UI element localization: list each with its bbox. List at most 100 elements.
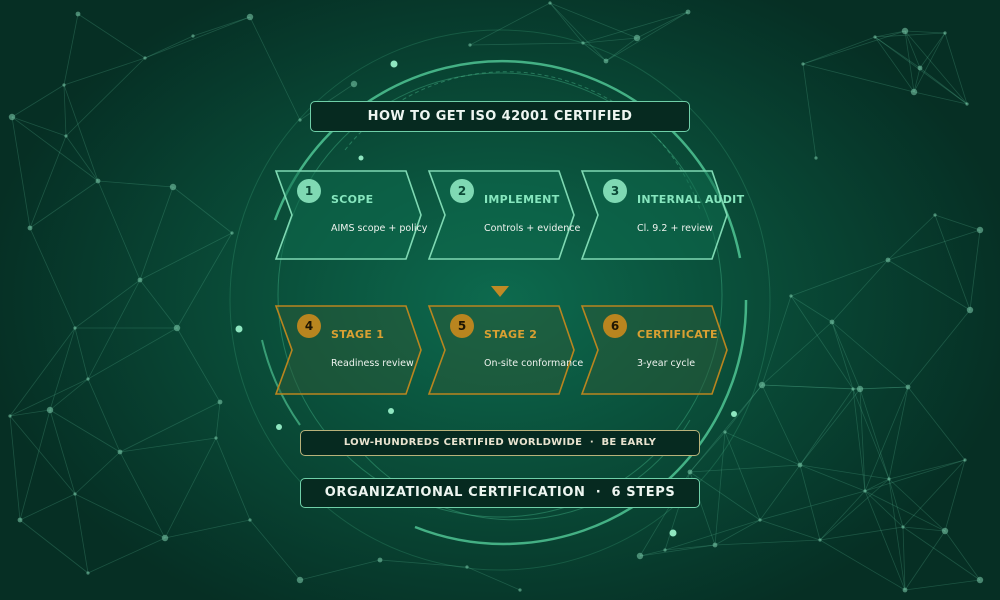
network-node — [27, 225, 33, 231]
ring-node — [390, 60, 398, 68]
network-node — [248, 518, 252, 522]
network-node — [797, 462, 803, 468]
step-number-badge: 4 — [297, 314, 321, 338]
network-node — [966, 306, 974, 314]
network-node — [758, 381, 766, 389]
network-line — [714, 539, 821, 546]
step-arrow-shapes — [274, 170, 728, 395]
network-line — [887, 259, 971, 311]
network-line — [904, 30, 946, 34]
network-line — [852, 388, 866, 492]
network-line — [888, 386, 909, 480]
network-line — [819, 526, 904, 541]
network-line — [799, 388, 854, 466]
network-line — [379, 559, 468, 568]
network-line — [761, 384, 854, 390]
step-description: On-site conformance — [484, 358, 584, 369]
network-line — [582, 37, 638, 44]
step-title: IMPLEMENT — [484, 193, 560, 206]
network-node — [137, 277, 143, 283]
network-line — [49, 409, 121, 453]
network-node — [801, 62, 805, 66]
outer-ring-top-arc — [273, 59, 742, 259]
network-node — [818, 538, 822, 542]
network-line — [799, 464, 890, 480]
step-number-badge: 5 — [450, 314, 474, 338]
network-line — [790, 295, 854, 390]
network-node — [887, 477, 891, 481]
network-line — [761, 384, 861, 390]
network-node — [143, 56, 147, 60]
network-line — [9, 409, 51, 417]
network-node — [965, 102, 969, 106]
network-node — [350, 80, 358, 88]
faint-ring — [229, 29, 771, 571]
network-line — [902, 526, 981, 581]
network-line — [759, 464, 801, 521]
network-line — [74, 493, 89, 574]
network-line — [724, 384, 763, 433]
network-node — [902, 587, 908, 593]
step-description: AIMS scope + policy — [331, 223, 428, 234]
network-line — [9, 327, 76, 417]
network-node — [377, 557, 383, 563]
network-line — [904, 530, 946, 591]
network-node — [873, 35, 877, 39]
step-description: Controls + evidence — [484, 223, 581, 234]
network-line — [907, 386, 966, 461]
network-node — [687, 469, 693, 475]
network-line — [724, 431, 761, 521]
network-node — [976, 576, 984, 584]
network-line — [144, 16, 251, 59]
network-line — [864, 459, 966, 492]
network-line — [119, 401, 221, 453]
network-line — [714, 519, 761, 546]
network-line — [888, 478, 946, 532]
network-node — [943, 31, 947, 35]
network-line — [802, 36, 876, 65]
network-line — [902, 459, 966, 528]
network-node — [298, 118, 302, 122]
network-line — [87, 378, 121, 453]
network-node — [941, 527, 949, 535]
network-line — [934, 214, 971, 311]
network-line — [790, 295, 833, 323]
network-line — [902, 526, 906, 591]
network-line — [689, 431, 726, 473]
network-line — [664, 544, 716, 551]
network-node — [963, 458, 967, 462]
ring-node — [731, 411, 737, 417]
network-line — [859, 386, 909, 390]
network-line — [192, 16, 251, 37]
network-line — [919, 32, 946, 69]
network-node — [851, 387, 855, 391]
network-line — [761, 295, 792, 386]
network-line — [215, 437, 251, 521]
network-node — [62, 83, 66, 87]
step-title: STAGE 1 — [331, 328, 385, 341]
network-line — [87, 537, 166, 574]
network-node — [933, 213, 937, 217]
network-line — [934, 214, 981, 231]
network-node — [829, 319, 835, 325]
network-line — [902, 526, 946, 532]
network-line — [944, 530, 981, 581]
network-node — [95, 178, 101, 184]
note-banner: LOW-HUNDREDS CERTIFIED WORLDWIDE · BE EA… — [300, 430, 700, 456]
ring-node — [669, 529, 677, 537]
network-node — [581, 41, 585, 45]
network-line — [802, 30, 906, 65]
network-line — [831, 321, 854, 390]
step-title: INTERNAL AUDIT — [637, 193, 745, 206]
network-line — [144, 35, 194, 59]
network-node — [910, 88, 918, 96]
network-line — [249, 16, 301, 121]
network-line — [87, 279, 141, 380]
network-node — [636, 552, 644, 560]
network-line — [119, 437, 217, 453]
step-number-badge: 3 — [603, 179, 627, 203]
network-line — [87, 327, 178, 380]
network-line — [582, 42, 607, 62]
step-title: STAGE 2 — [484, 328, 538, 341]
network-node — [712, 542, 718, 548]
